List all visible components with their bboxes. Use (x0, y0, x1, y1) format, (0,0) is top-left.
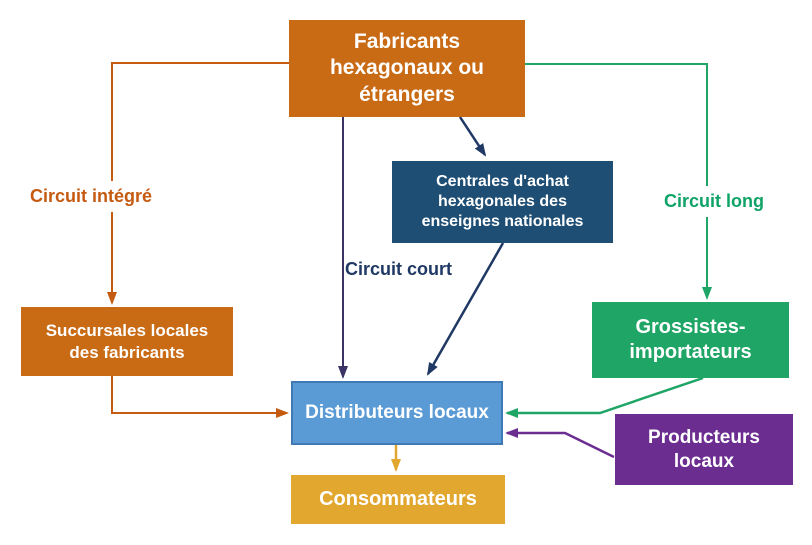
node-grossistes-importateurs-label: Grossistes- importateurs (629, 316, 752, 363)
node-centrales-achat-label: Centrales d'achat hexagonales des enseig… (421, 173, 584, 230)
edge-fabricants-centrales (458, 116, 487, 157)
node-grossistes-importateurs: Grossistes- importateurs (592, 302, 789, 378)
label-circuit-integre: Circuit intégré (27, 181, 156, 212)
node-distributeurs-locaux: Distributeurs locaux (291, 381, 503, 445)
node-consommateurs-label: Consommateurs (319, 488, 477, 510)
label-circuit-long: Circuit long (661, 186, 767, 217)
node-producteurs-locaux: Producteurs locaux (615, 414, 793, 485)
node-distributeurs-locaux-label: Distributeurs locaux (305, 402, 489, 424)
edge-grossistes-distributeurs (505, 376, 704, 418)
node-succursales: Succursales locales des fabricants (21, 307, 233, 376)
node-fabricants: Fabricants hexagonaux ou étrangers (289, 20, 525, 117)
node-centrales-achat: Centrales d'achat hexagonales des enseig… (392, 161, 613, 243)
edge-producteurs-distributeurs (505, 428, 615, 459)
node-fabricants-label: Fabricants hexagonaux ou étrangers (329, 30, 485, 106)
label-circuit-court: Circuit court (345, 259, 453, 279)
node-succursales-label: Succursales locales des fabricants (45, 321, 209, 362)
edge-succursales-distributeurs (111, 376, 289, 418)
node-producteurs-locaux-label: Producteurs locaux (648, 426, 760, 472)
node-consommateurs: Consommateurs (291, 475, 505, 524)
